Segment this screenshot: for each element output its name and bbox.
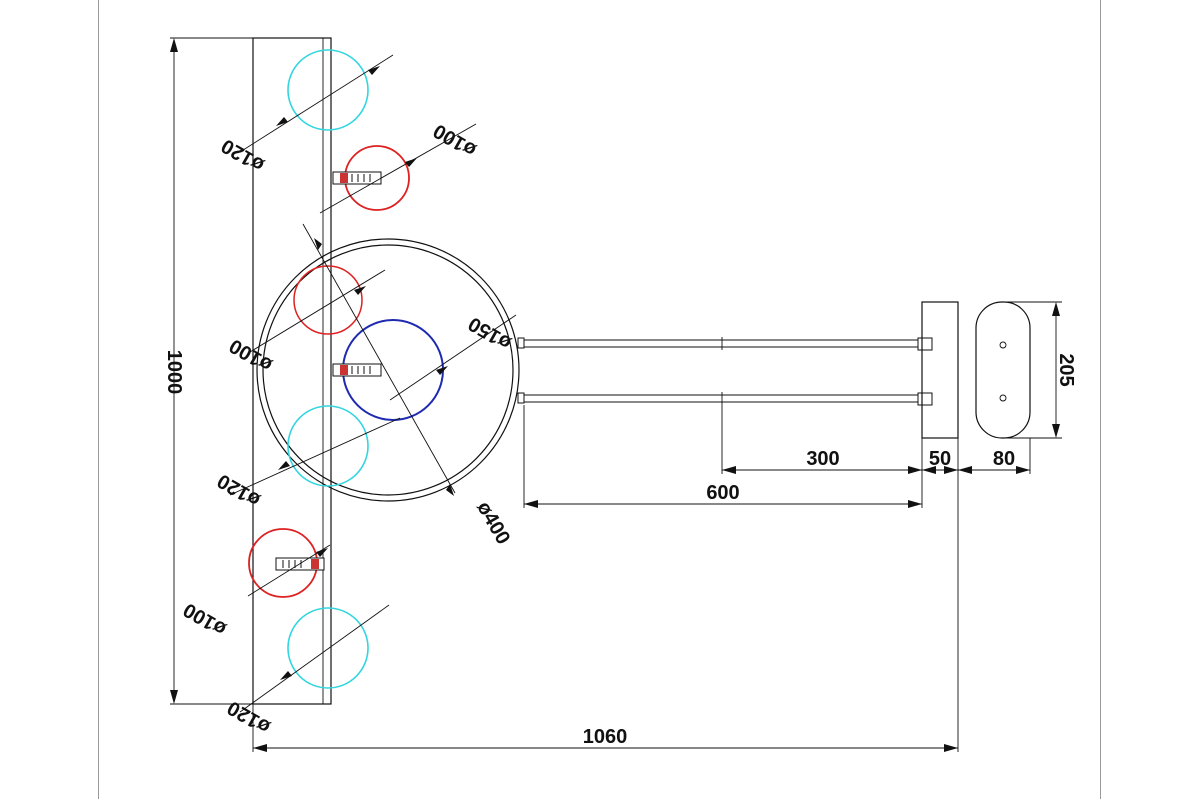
connector-mid — [332, 363, 382, 377]
leader-lines — [229, 54, 517, 713]
total-width-dimension — [252, 704, 958, 752]
cyan-light-mid — [287, 405, 369, 487]
upper-dimension-line — [721, 405, 1031, 752]
cyan-light-bottom — [287, 607, 369, 689]
main-ring — [256, 238, 520, 502]
label-main-ring: ø400 — [472, 498, 514, 548]
connector-top — [332, 171, 382, 185]
label-red-bottom: ø100 — [180, 598, 230, 640]
red-light-mid — [293, 265, 363, 335]
height-label: 1000 — [163, 350, 185, 395]
plate-depth-label: 50 — [929, 448, 951, 470]
label-blue-center: ø150 — [465, 312, 515, 354]
label-cyan-top: ø120 — [218, 134, 268, 176]
wall-plate — [921, 301, 959, 439]
cyan-light-top — [287, 49, 369, 131]
arm-length-dimension — [523, 405, 922, 508]
arm-partial-label: 300 — [806, 448, 839, 470]
horizontal-arms — [517, 337, 933, 406]
drawing-frame — [98, 0, 1101, 799]
total-width-label: 1060 — [583, 726, 628, 748]
label-cyan-bottom: ø120 — [224, 696, 274, 738]
vertical-bar — [252, 37, 332, 705]
base-height-label: 205 — [1055, 353, 1077, 386]
height-dimension — [170, 37, 253, 705]
label-cyan-mid: ø120 — [214, 469, 264, 511]
mounting-base — [975, 301, 1031, 439]
base-width-label: 80 — [993, 448, 1015, 470]
arm-length-label: 600 — [706, 482, 739, 504]
base-height-dimension — [1003, 301, 1062, 439]
